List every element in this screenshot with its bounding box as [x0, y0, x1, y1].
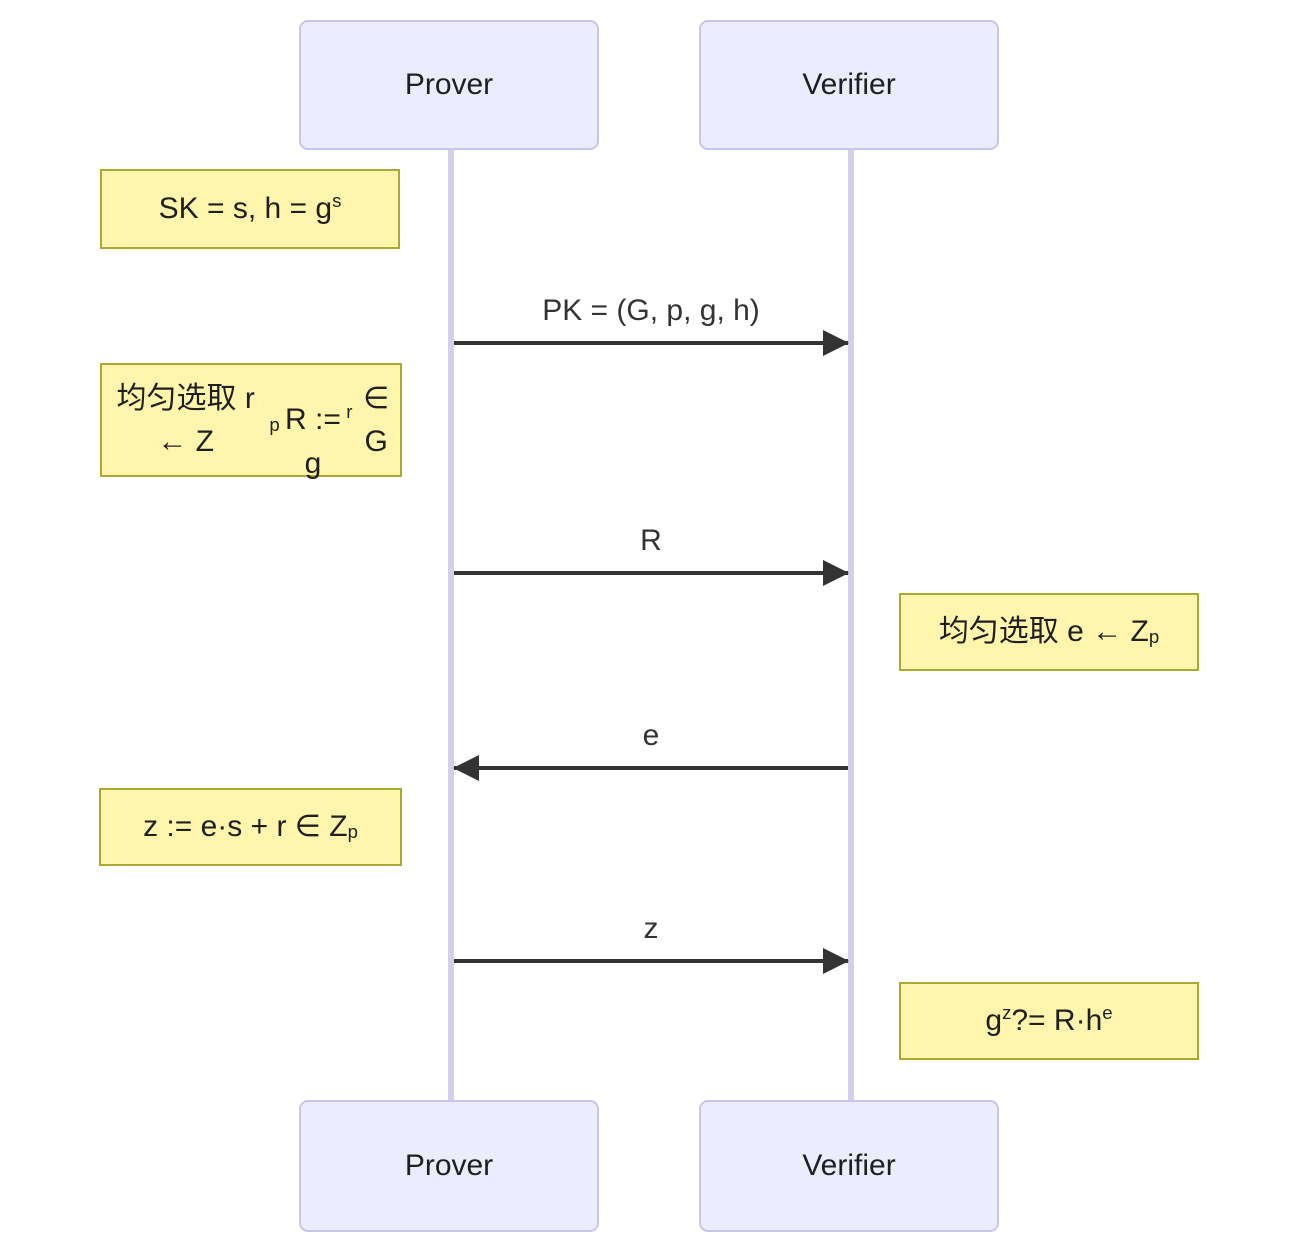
- message-label-z: z: [643, 912, 659, 945]
- lifeline-prover: [448, 150, 454, 1100]
- actor-label-prover-bottom: Prover: [404, 1149, 494, 1182]
- message-label-e: e: [642, 719, 660, 752]
- lifeline-verifier: [848, 150, 854, 1100]
- message-arrow-z-right-icon: [454, 959, 848, 963]
- actor-box-prover-top: Prover: [299, 20, 599, 150]
- message-arrow-pk-right-icon: [454, 341, 848, 345]
- actor-box-verifier-bottom: Verifier: [699, 1100, 999, 1232]
- message-label-pk: PK = (G, p, g, h): [542, 294, 760, 327]
- actor-label-prover-top: Prover: [404, 68, 494, 101]
- actor-box-prover-bottom: Prover: [299, 1100, 599, 1232]
- actor-label-verifier-bottom: Verifier: [802, 1149, 896, 1182]
- message-arrow-e-left-icon: [454, 766, 848, 770]
- message-label-r: R: [640, 524, 662, 557]
- actor-box-verifier-top: Verifier: [699, 20, 999, 150]
- actor-label-verifier-top: Verifier: [802, 68, 896, 101]
- message-arrow-r-right-icon: [454, 571, 848, 575]
